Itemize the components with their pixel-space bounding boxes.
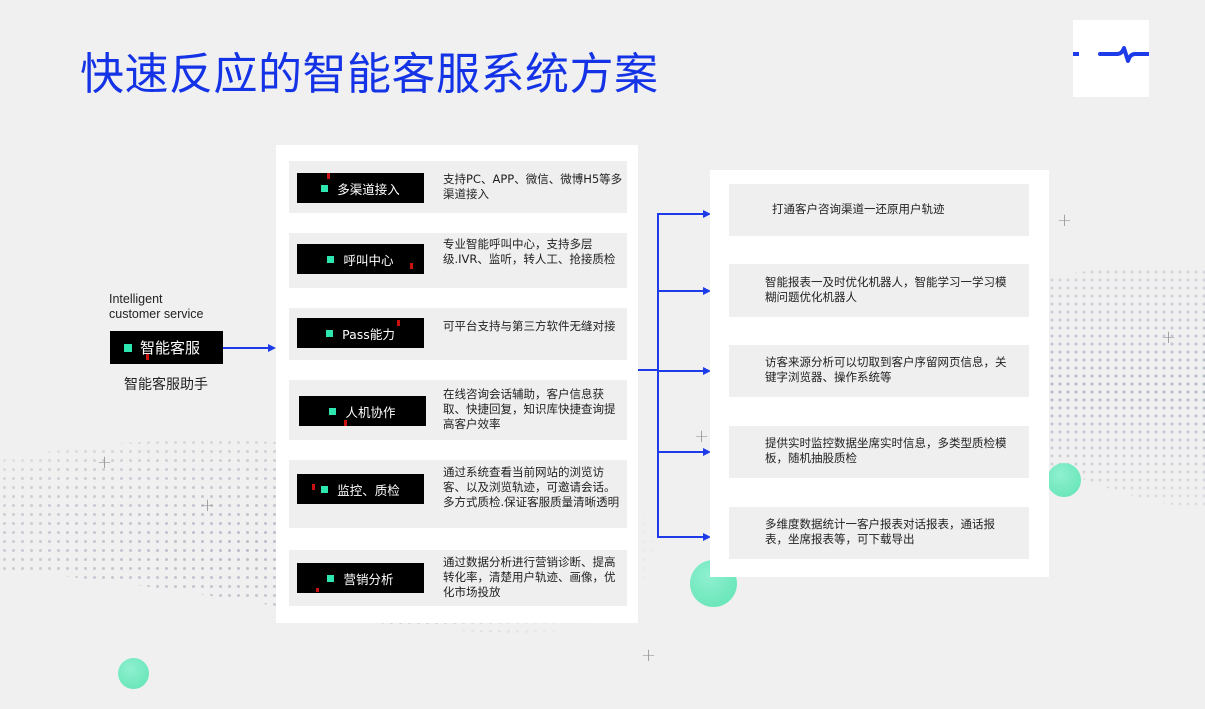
- feature-row[interactable]: 营销分析 通过数据分析进行营销诊断、提高转化率，清楚用户轨迹、画像，优化市场投放: [289, 550, 627, 606]
- red-marker-icon: [316, 588, 319, 592]
- features-panel: 多渠道接入 支持PC、APP、微信、微博H5等多渠道接入 呼叫中心 专业智能呼叫…: [276, 145, 638, 623]
- feature-row[interactable]: 多渠道接入 支持PC、APP、微信、微博H5等多渠道接入: [289, 161, 627, 213]
- feature-label: 监控、质检: [337, 482, 400, 498]
- plus-decoration: +: [694, 426, 710, 447]
- outcome-row[interactable]: 提供实时监控数据坐席实时信息，多类型质检模板，随机抽股质检: [729, 426, 1029, 478]
- green-square-icon: [327, 574, 335, 582]
- feature-description: 在线咨询会话辅助，客户信息获取、快捷回复，知识库快捷查询提高客户效率: [443, 387, 616, 431]
- connector-trunk: [657, 213, 659, 538]
- outcome-text: 访客来源分析可以切取到客户序留网页信息，关键字浏览器、操作系统等: [765, 355, 1007, 384]
- feature-row[interactable]: 人机协作 在线咨询会话辅助，客户信息获取、快捷回复，知识库快捷查询提高客户效率: [289, 380, 627, 440]
- connector-branch: [657, 536, 704, 538]
- pulse-wave-icon: [1073, 46, 1151, 63]
- feature-row[interactable]: 呼叫中心 专业智能呼叫中心，支持多层级.IVR、监听，转人工、抢接质检: [289, 233, 627, 288]
- red-marker-icon: [312, 484, 315, 490]
- plus-decoration: +: [1057, 210, 1073, 231]
- mint-circle-decoration: [1047, 463, 1081, 497]
- feature-description: 通过数据分析进行营销诊断、提高转化率，清楚用户轨迹、画像，优化市场投放: [443, 555, 616, 599]
- arrow-right-icon: [703, 287, 711, 295]
- feature-row[interactable]: Pass能力 可平台支持与第三方软件无缝对接: [289, 308, 627, 360]
- feature-description: 可平台支持与第三方软件无缝对接: [443, 319, 616, 333]
- arrow-right-icon: [703, 367, 711, 375]
- root-connector-line: [223, 347, 269, 349]
- root-english-label: Intelligent customer service: [109, 292, 204, 321]
- plus-decoration: +: [641, 645, 657, 666]
- green-square-icon: [327, 255, 335, 263]
- feature-label: 营销分析: [343, 571, 394, 587]
- arrow-right-icon: [703, 448, 711, 456]
- feature-badge[interactable]: 人机协作: [299, 396, 426, 426]
- arrow-right-icon: [703, 210, 711, 218]
- outcome-row[interactable]: 访客来源分析可以切取到客户序留网页信息，关键字浏览器、操作系统等: [729, 345, 1029, 397]
- feature-row[interactable]: 监控、质检 通过系统查看当前网站的浏览访客、以及浏览轨迹，可邀请会话。多方式质检…: [289, 460, 627, 528]
- feature-description: 专业智能呼叫中心，支持多层级.IVR、监听，转人工、抢接质检: [443, 237, 616, 266]
- red-marker-icon: [327, 173, 330, 179]
- outcome-row[interactable]: 打通客户咨询渠道一还原用户轨迹: [729, 184, 1029, 236]
- feature-label: 呼叫中心: [343, 252, 394, 268]
- connector-branch: [657, 451, 704, 453]
- connector-branch: [657, 370, 704, 372]
- feature-badge[interactable]: 监控、质检: [297, 474, 424, 504]
- page-title: 快速反应的智能客服系统方案: [80, 49, 659, 100]
- green-square-icon: [329, 407, 337, 415]
- connector-line: [638, 369, 658, 371]
- outcome-text: 智能报表一及时优化机器人，智能学习一学习模糊问题优化机器人: [765, 275, 1007, 304]
- red-marker-icon: [397, 320, 400, 326]
- feature-description: 支持PC、APP、微信、微博H5等多渠道接入: [443, 172, 623, 201]
- feature-badge[interactable]: 呼叫中心: [297, 244, 424, 274]
- outcomes-panel: 打通客户咨询渠道一还原用户轨迹 智能报表一及时优化机器人，智能学习一学习模糊问题…: [710, 170, 1049, 577]
- connector-branch: [657, 290, 704, 292]
- outcome-text: 打通客户咨询渠道一还原用户轨迹: [772, 202, 945, 216]
- connector-branch: [657, 213, 704, 215]
- root-node-subtitle: 智能客服助手: [124, 377, 208, 393]
- green-square-icon: [326, 329, 334, 337]
- outcome-row[interactable]: 多维度数据统计一客户报表对话报表，通话报表，坐席报表等，可下载导出: [729, 507, 1029, 559]
- arrow-right-icon: [703, 533, 711, 541]
- plus-decoration: +: [1161, 327, 1177, 348]
- root-node-badge[interactable]: 智能客服: [110, 331, 223, 364]
- red-marker-icon: [410, 263, 413, 269]
- green-square-icon: [321, 485, 329, 493]
- feature-description: 通过系统查看当前网站的浏览访客、以及浏览轨迹，可邀请会话。多方式质检.保证客服质…: [443, 465, 620, 509]
- plus-decoration: +: [200, 495, 216, 516]
- plus-decoration: +: [97, 452, 113, 473]
- root-node-label: 智能客服: [140, 339, 201, 357]
- arrow-right-icon: [268, 344, 276, 352]
- feature-badge[interactable]: Pass能力: [297, 318, 424, 348]
- outcome-text: 提供实时监控数据坐席实时信息，多类型质检模板，随机抽股质检: [765, 436, 1007, 465]
- outcome-text: 多维度数据统计一客户报表对话报表，通话报表，坐席报表等，可下载导出: [765, 517, 995, 546]
- green-square-icon: [124, 343, 132, 352]
- mint-circle-decoration: [118, 658, 149, 689]
- feature-badge[interactable]: 营销分析: [297, 563, 424, 593]
- feature-label: Pass能力: [342, 326, 395, 342]
- red-marker-icon: [146, 354, 149, 360]
- feature-label: 多渠道接入: [337, 181, 400, 197]
- green-square-icon: [321, 184, 329, 192]
- outcome-row[interactable]: 智能报表一及时优化机器人，智能学习一学习模糊问题优化机器人: [729, 264, 1029, 317]
- feature-badge[interactable]: 多渠道接入: [297, 173, 424, 203]
- logo: [1073, 20, 1151, 97]
- feature-label: 人机协作: [345, 404, 396, 420]
- red-marker-icon: [344, 420, 347, 426]
